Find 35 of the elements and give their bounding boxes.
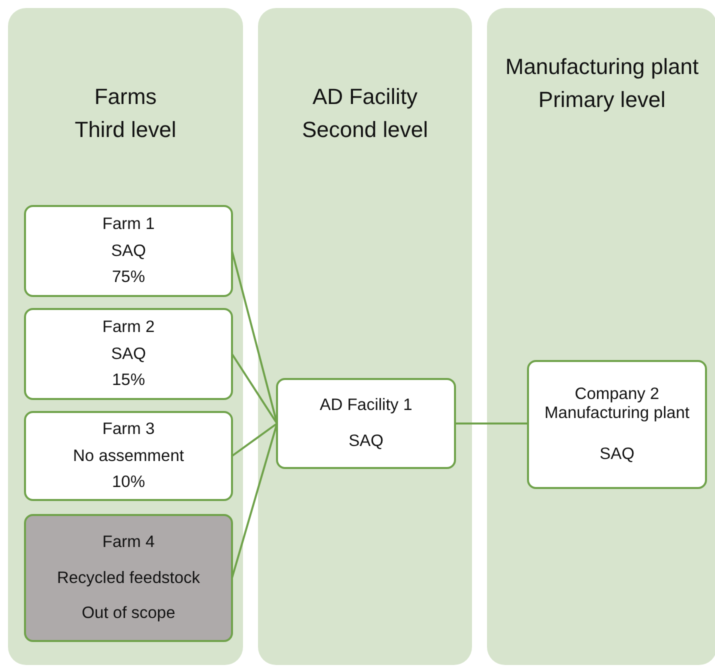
box-text: 10% — [112, 472, 146, 492]
box-text: Out of scope — [82, 604, 176, 624]
column-heading: Manufacturing plant — [504, 53, 700, 81]
process-box — [24, 308, 233, 400]
column-heading: Farms — [93, 83, 158, 111]
process-box — [24, 514, 233, 642]
box-text: SAQ — [348, 432, 384, 451]
box-text: No assemment — [73, 446, 184, 466]
process-box — [527, 360, 707, 489]
connector-line — [231, 353, 278, 424]
process-box — [276, 378, 456, 469]
box-text: 15% — [112, 371, 146, 390]
process-box — [24, 411, 233, 501]
box-text: 75% — [112, 268, 146, 288]
box-text: Company 2 Manufacturing plant — [544, 384, 690, 423]
box-text: Farm 2 — [102, 318, 155, 337]
process-box — [24, 205, 233, 297]
box-text: Farm 3 — [102, 420, 155, 440]
connector-line — [455, 422, 528, 424]
column-band — [258, 8, 472, 665]
box-text: Farm 1 — [102, 214, 155, 234]
column-band — [487, 8, 715, 665]
column-band — [8, 8, 243, 665]
column-heading: AD Facility — [311, 83, 419, 111]
column-heading: Third level — [74, 116, 178, 144]
box-text: Recycled feedstock — [56, 568, 200, 588]
column-heading: Primary level — [537, 86, 667, 114]
box-text: AD Facility 1 — [320, 396, 412, 416]
box-text: SAQ — [600, 445, 634, 464]
connector-line — [231, 423, 278, 578]
box-text: SAQ — [111, 242, 146, 260]
box-text: Farm 4 — [102, 532, 155, 552]
box-text: SAQ — [111, 344, 146, 364]
connector-line — [231, 422, 278, 457]
column-heading: Second level — [301, 116, 429, 144]
